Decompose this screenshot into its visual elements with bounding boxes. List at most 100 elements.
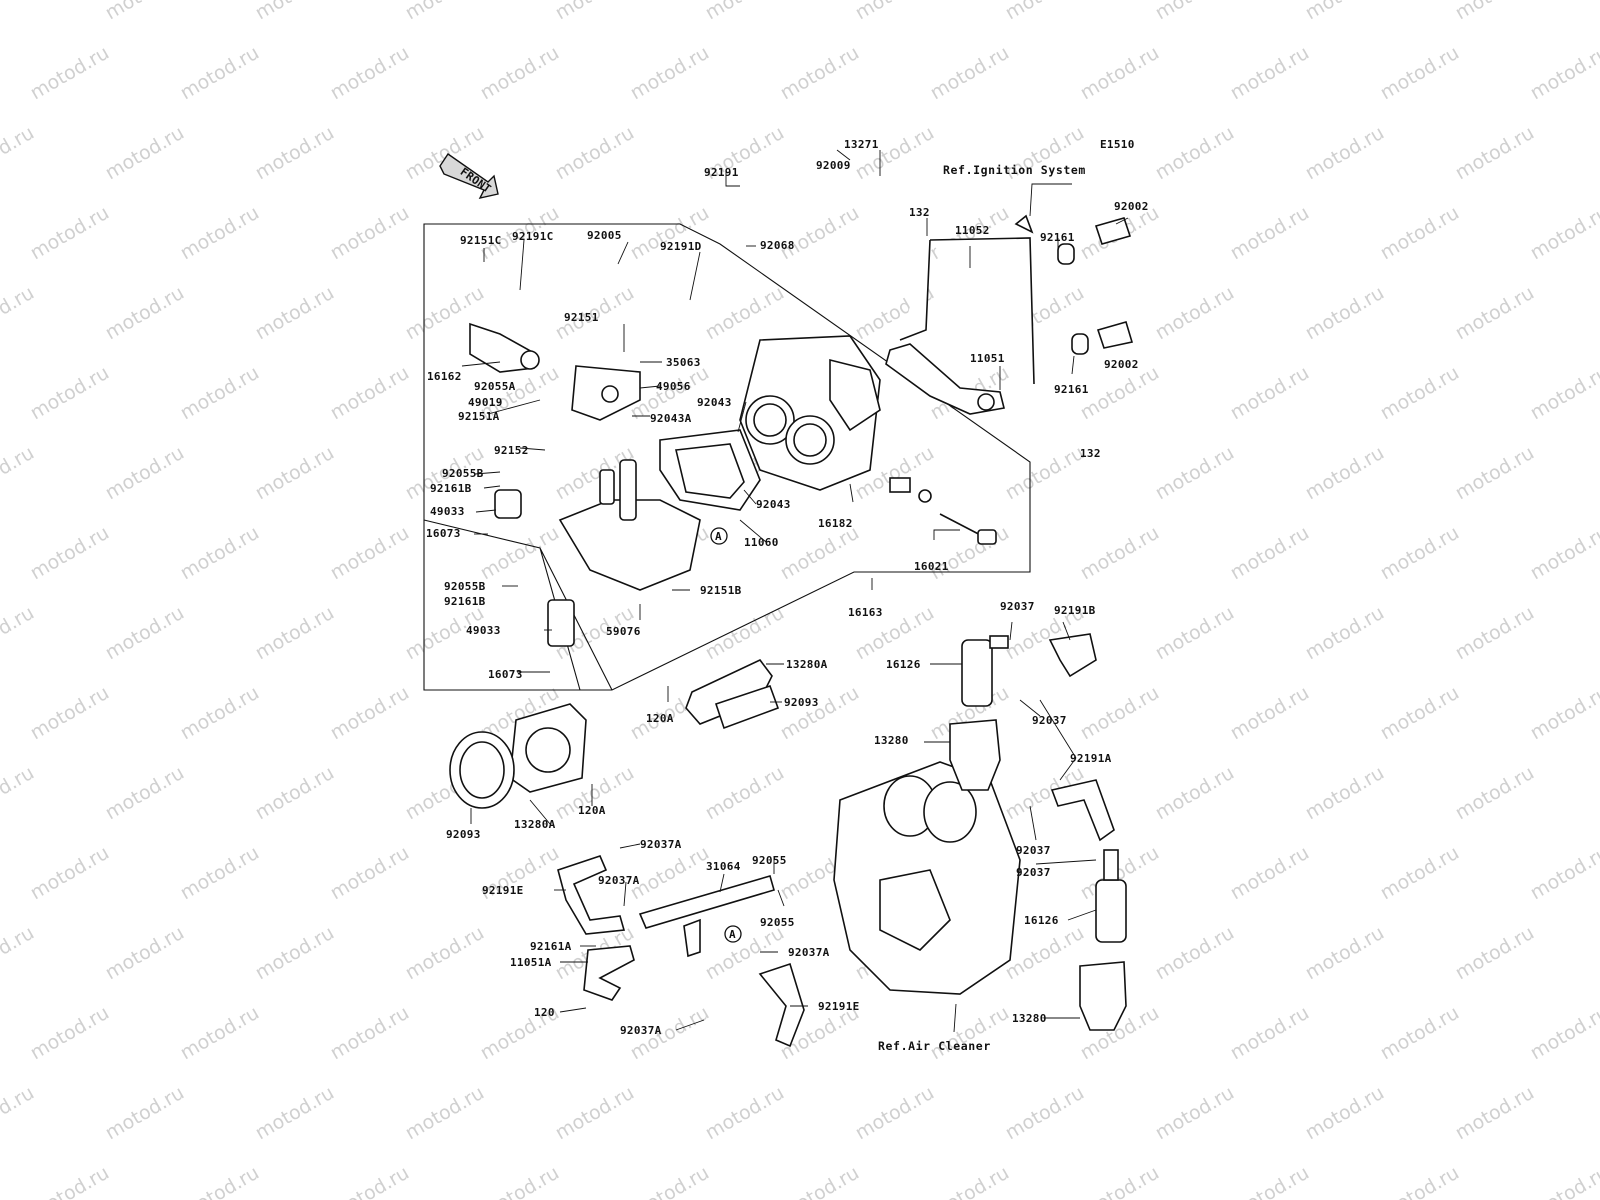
- svg-text:A: A: [729, 928, 736, 941]
- fuel-rail-injectors: [494, 459, 701, 647]
- watermark-text: motod.ru: [327, 1002, 413, 1065]
- watermark-text: motod.ru: [927, 522, 1013, 585]
- callout-16073b: 16073: [488, 668, 523, 681]
- watermark-text: motod.ru: [1377, 362, 1463, 425]
- watermark-text: motod.ru: [1152, 0, 1238, 24]
- watermark-text: motod.ru: [0, 282, 38, 345]
- watermark-text: motod.ru: [177, 522, 263, 585]
- watermark-text: motod.ru: [1302, 0, 1388, 24]
- callout-92037A4: 92037A: [620, 1024, 662, 1037]
- callout-92002a: 92002: [1114, 200, 1149, 213]
- callout-92191D: 92191D: [660, 240, 702, 253]
- watermark-text: motod.ru: [1527, 202, 1600, 265]
- watermark-text: motod.ru: [177, 842, 263, 905]
- watermark-text: motod.ru: [777, 1162, 863, 1200]
- watermark-text: motod.ru: [1002, 0, 1088, 24]
- callout-92043b: 92043: [756, 498, 791, 511]
- watermark-text: motod.ru: [1152, 282, 1238, 345]
- watermark-text: motod.ru: [702, 282, 788, 345]
- watermark-text: motod.ru: [777, 522, 863, 585]
- watermark-text: motod.ru: [1452, 0, 1538, 24]
- bolts-92002: [1057, 217, 1134, 355]
- callout-92037A2: 92037A: [598, 874, 640, 887]
- idle-adjust-screw-16021: [889, 477, 997, 545]
- watermark-text: motod.ru: [777, 202, 863, 265]
- watermark-text: motod.ru: [927, 1162, 1013, 1200]
- watermark-text: motod.ru: [102, 922, 188, 985]
- watermark-text: motod.ru: [252, 602, 338, 665]
- watermark-text: motod.ru: [102, 602, 188, 665]
- watermark-text: motod.ru: [402, 922, 488, 985]
- callout-16163: 16163: [848, 606, 883, 619]
- callout-92002b: 92002: [1104, 358, 1139, 371]
- watermark-text: motod.ru: [627, 1162, 713, 1200]
- callout-92191C: 92191C: [512, 230, 554, 243]
- callout-16073a: 16073: [426, 527, 461, 540]
- callout-92005: 92005: [587, 229, 622, 242]
- watermark-text: motod.ru: [402, 1082, 488, 1145]
- watermark-text: motod.ru: [1227, 1162, 1313, 1200]
- watermark-text: motod.ru: [1527, 522, 1600, 585]
- watermark-text: motod.ru: [102, 0, 188, 24]
- watermark-text: motod.ru: [1077, 42, 1163, 105]
- bracket-11051: [885, 343, 1005, 415]
- watermark-text: motod.ru: [1527, 42, 1600, 105]
- watermark-text: motod.ru: [327, 362, 413, 425]
- watermark-text: motod.ru: [1302, 1082, 1388, 1145]
- watermark-text: motod.ru: [1077, 362, 1163, 425]
- watermark-text: motod.ru: [702, 0, 788, 24]
- watermark-text: motod.ru: [627, 202, 713, 265]
- ref-ignition-system: Ref.Ignition System: [943, 163, 1086, 177]
- watermark-text: motod.ru: [252, 1082, 338, 1145]
- watermark-text: motod.ru: [1152, 1082, 1238, 1145]
- watermark-text: motod.ru: [0, 602, 38, 665]
- callout-11051A: 11051A: [510, 956, 552, 969]
- pipe-31064: [638, 875, 775, 958]
- marker-a-1: A: [710, 527, 728, 545]
- watermark-text: motod.ru: [1452, 1082, 1538, 1145]
- callout-16162: 16162: [427, 370, 462, 383]
- watermark-text: motod.ru: [0, 762, 38, 825]
- damper-13280-lower: [1079, 961, 1127, 1031]
- callout-92151B: 92151B: [700, 584, 742, 597]
- watermark-text: motod.ru: [327, 842, 413, 905]
- watermark-text: motod.ru: [1152, 122, 1238, 185]
- watermark-text: motod.ru: [327, 202, 413, 265]
- watermark-text: motod.ru: [927, 1002, 1013, 1065]
- callout-92055b: 92055: [760, 916, 795, 929]
- watermark-text: motod.ru: [1527, 1002, 1600, 1065]
- watermark-text: motod.ru: [252, 922, 338, 985]
- callout-92037c: 92037: [1016, 844, 1051, 857]
- watermark-text: motod.ru: [1377, 1002, 1463, 1065]
- callout-92151C: 92151C: [460, 234, 502, 247]
- callout-16021: 16021: [914, 560, 949, 573]
- watermark-text: motod.ru: [1377, 1162, 1463, 1200]
- fuel-pressure-regulator: [469, 322, 540, 373]
- watermark-text: motod.ru: [1527, 362, 1600, 425]
- watermark-text: motod.ru: [177, 1002, 263, 1065]
- insulator-13280A: [685, 658, 780, 730]
- callout-13271: 13271: [844, 138, 879, 151]
- watermark-text: motod.ru: [1452, 282, 1538, 345]
- damper-13280-upper: [949, 719, 1001, 791]
- watermark-text: motod.ru: [27, 1002, 113, 1065]
- callout-13280Aa: 13280A: [786, 658, 828, 671]
- callout-92037d: 92037: [1016, 866, 1051, 879]
- watermark-text: motod.ru: [777, 682, 863, 745]
- callout-49033b: 49033: [466, 624, 501, 637]
- gasket-11060: [659, 429, 761, 511]
- air-cleaner-case: [833, 761, 1021, 995]
- watermark-text: motod.ru: [327, 42, 413, 105]
- callout-16126a: 16126: [886, 658, 921, 671]
- watermark-text: motod.ru: [0, 0, 38, 24]
- callout-49019: 49019: [468, 396, 503, 409]
- callout-132a: 132: [909, 206, 930, 219]
- watermark-text: motod.ru: [252, 0, 338, 24]
- watermark-text: motod.ru: [1152, 442, 1238, 505]
- ref-air-cleaner: Ref.Air Cleaner: [878, 1039, 991, 1053]
- throttle-body: [739, 335, 881, 491]
- watermark-text: motod.ru: [1377, 42, 1463, 105]
- fuel-filter-16126-lower: [1095, 849, 1127, 943]
- valve-49019: [571, 365, 641, 421]
- callout-92151: 92151: [564, 311, 599, 324]
